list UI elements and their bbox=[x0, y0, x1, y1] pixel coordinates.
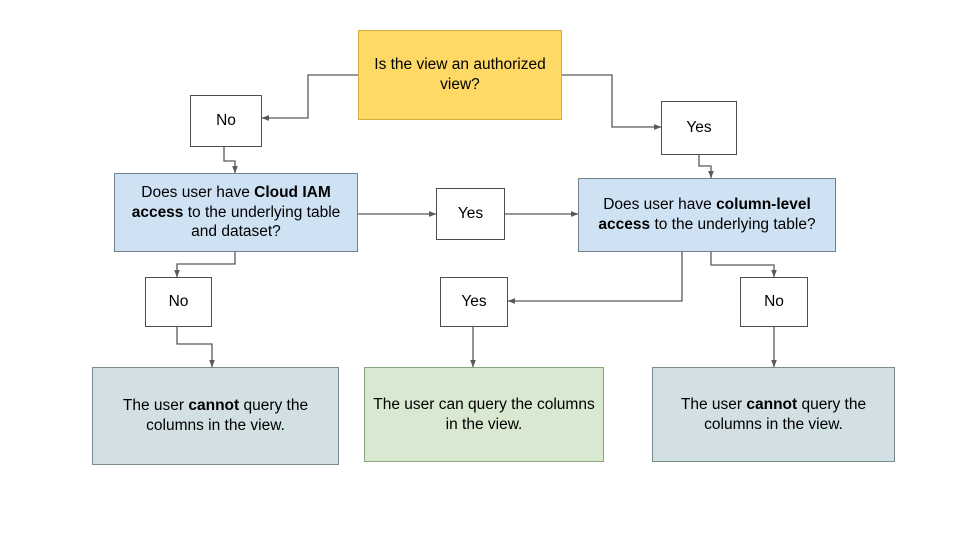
label-start-yes[interactable]: Yes bbox=[661, 101, 737, 155]
decision-cloud-iam-access[interactable]: Does user have Cloud IAM access to the u… bbox=[114, 173, 358, 252]
outcome-left-suffix: query the columns in the view. bbox=[146, 397, 309, 434]
label-start-yes-text: Yes bbox=[686, 119, 712, 137]
edge-iam-to-no bbox=[174, 252, 236, 278]
outcome-middle-can-query[interactable]: The user can query the columns in the vi… bbox=[364, 367, 604, 462]
outcome-left-label: The user cannot query the columns in the… bbox=[99, 396, 332, 436]
label-iam-yes[interactable]: Yes bbox=[436, 188, 505, 240]
label-iam-no[interactable]: No bbox=[145, 277, 212, 327]
outcome-right-bold: cannot bbox=[746, 395, 798, 413]
outcome-left-prefix: The user bbox=[122, 397, 189, 415]
decision-is-authorized-view-label: Is the view an authorized view? bbox=[374, 56, 546, 93]
decision-column-level-access[interactable]: Does user have column-level access to th… bbox=[578, 178, 836, 252]
label-start-no-text: No bbox=[216, 112, 236, 130]
decision-column-level-access-label: Does user have column-level access to th… bbox=[585, 195, 829, 235]
label-iam-no-text: No bbox=[168, 293, 189, 311]
label-column-yes-text: Yes bbox=[461, 293, 487, 311]
label-iam-yes-text: Yes bbox=[457, 205, 484, 223]
outcome-left-cannot-query[interactable]: The user cannot query the columns in the… bbox=[92, 367, 339, 465]
column-bold: column-level access bbox=[598, 196, 811, 233]
edge-column-to-yes bbox=[507, 252, 683, 304]
label-column-no-text: No bbox=[764, 293, 784, 311]
decision-is-authorized-view[interactable]: Is the view an authorized view? bbox=[358, 30, 562, 120]
edge-start-to-no bbox=[261, 74, 358, 121]
label-column-yes[interactable]: Yes bbox=[440, 277, 508, 327]
label-start-no[interactable]: No bbox=[190, 95, 262, 147]
iam-bold: Cloud IAM access bbox=[131, 183, 331, 221]
column-prefix: Does user have bbox=[603, 196, 717, 214]
iam-prefix: Does user have bbox=[141, 183, 255, 201]
edge-column-to-no bbox=[710, 252, 777, 278]
outcome-right-suffix: query the columns in the view. bbox=[704, 395, 867, 433]
edge-start-to-yes bbox=[562, 74, 662, 130]
edge-yes-to-column bbox=[698, 155, 714, 179]
decision-cloud-iam-access-label: Does user have Cloud IAM access to the u… bbox=[121, 183, 351, 242]
outcome-left-bold: cannot bbox=[188, 397, 240, 415]
column-suffix: to the underlying table? bbox=[650, 216, 816, 233]
outcome-right-label: The user cannot query the columns in the… bbox=[659, 395, 888, 435]
iam-suffix: to the underlying table and dataset? bbox=[183, 203, 341, 241]
outcome-middle-label: The user can query the columns in the vi… bbox=[373, 395, 595, 433]
outcome-right-cannot-query[interactable]: The user cannot query the columns in the… bbox=[652, 367, 895, 462]
outcome-right-prefix: The user bbox=[680, 395, 747, 413]
label-column-no[interactable]: No bbox=[740, 277, 808, 327]
edge-no-to-outcome-left bbox=[176, 327, 215, 368]
edge-no-to-iam bbox=[223, 147, 238, 174]
